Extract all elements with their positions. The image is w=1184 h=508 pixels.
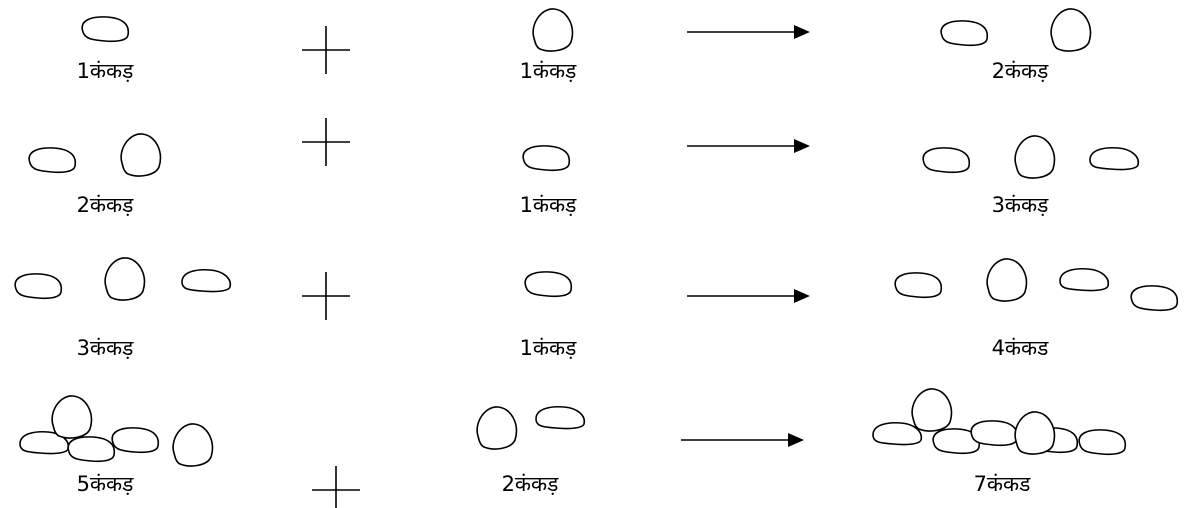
arrow-icon <box>687 25 810 39</box>
row-4: 5कंकड़ 2कंकड़ 7कंकड <box>19 388 1127 508</box>
pebble-icon <box>986 258 1028 302</box>
row-3-result-pebbles <box>894 258 1179 312</box>
arrow-icon <box>687 289 810 303</box>
row-3-right-pebbles <box>524 271 573 298</box>
arrow-icon <box>687 139 810 153</box>
row-1-left-pebbles <box>81 16 130 43</box>
pebble-icon <box>1130 285 1179 312</box>
row-2-left-label: 2कंकड़ <box>77 193 135 217</box>
pebble-icon <box>1059 267 1110 292</box>
pebble-icon <box>120 133 162 177</box>
row-2-result-label: 3कंकड़ <box>992 193 1050 217</box>
pebble-icon <box>1078 429 1127 456</box>
pebble-icon <box>181 268 232 293</box>
pebble-icon <box>14 273 63 300</box>
pebble-icon <box>940 20 989 47</box>
row-2: 2कंकड़ 1कंकड़ 3कंकड़ <box>28 118 1140 217</box>
pebble-icon <box>922 147 971 174</box>
pebble-icon <box>81 16 130 43</box>
row-2-right-pebbles <box>522 145 571 172</box>
plus-icon <box>302 118 350 166</box>
row-2-left-pebbles <box>28 133 162 177</box>
row-1-right-pebbles <box>532 8 574 52</box>
row-4-right-label: 2कंकड़ <box>502 472 560 496</box>
row-1-result-pebbles <box>940 8 1092 52</box>
row-4-left-pebbles <box>19 395 214 467</box>
pebble-icon <box>172 423 214 467</box>
row-3-right-label: 1कंकड़ <box>520 336 578 360</box>
pebble-icon <box>1089 146 1140 171</box>
pebble-icon <box>522 145 571 172</box>
pebble-icon <box>1014 135 1056 179</box>
row-3-result-label: 4कंकड <box>992 336 1050 360</box>
pebble-icon <box>476 406 518 450</box>
pebble-icon <box>51 395 93 439</box>
plus-icon <box>302 272 350 320</box>
pebble-icon <box>970 420 1019 447</box>
row-1-left-label: 1कंकड़ <box>77 59 135 83</box>
plus-icon <box>302 26 350 74</box>
row-2-result-pebbles <box>922 135 1140 179</box>
pebble-icon <box>111 427 160 454</box>
row-3-left-label: 3कंकड़ <box>77 336 135 360</box>
pebble-icon <box>872 421 923 446</box>
pebble-icon <box>535 405 586 430</box>
plus-icon <box>312 466 360 508</box>
arrow-icon <box>681 433 804 447</box>
row-3: 3कंकड़ 1कंकड़ 4कंकड <box>14 257 1179 360</box>
pebble-icon <box>67 436 116 463</box>
row-4-result-pebbles <box>872 388 1127 456</box>
pebble-icon <box>532 8 574 52</box>
row-4-result-label: 7कंकड <box>974 472 1032 496</box>
row-1-right-label: 1कंकड़ <box>520 59 578 83</box>
pebble-icon <box>894 272 943 299</box>
pebble-icon <box>1014 411 1056 455</box>
pebble-icon <box>104 257 146 301</box>
pebble-icon <box>28 147 77 174</box>
row-1: 1कंकड़ 1कंकड़ 2कंकड़ <box>77 8 1092 83</box>
row-2-right-label: 1कंकड़ <box>520 193 578 217</box>
row-4-left-label: 5कंकड़ <box>77 472 135 496</box>
pebble-icon <box>911 388 953 432</box>
row-1-result-label: 2कंकड़ <box>992 59 1050 83</box>
pebble-icon <box>1050 8 1092 52</box>
pebble-icon <box>524 271 573 298</box>
row-3-left-pebbles <box>14 257 232 301</box>
row-4-right-pebbles <box>476 405 586 450</box>
